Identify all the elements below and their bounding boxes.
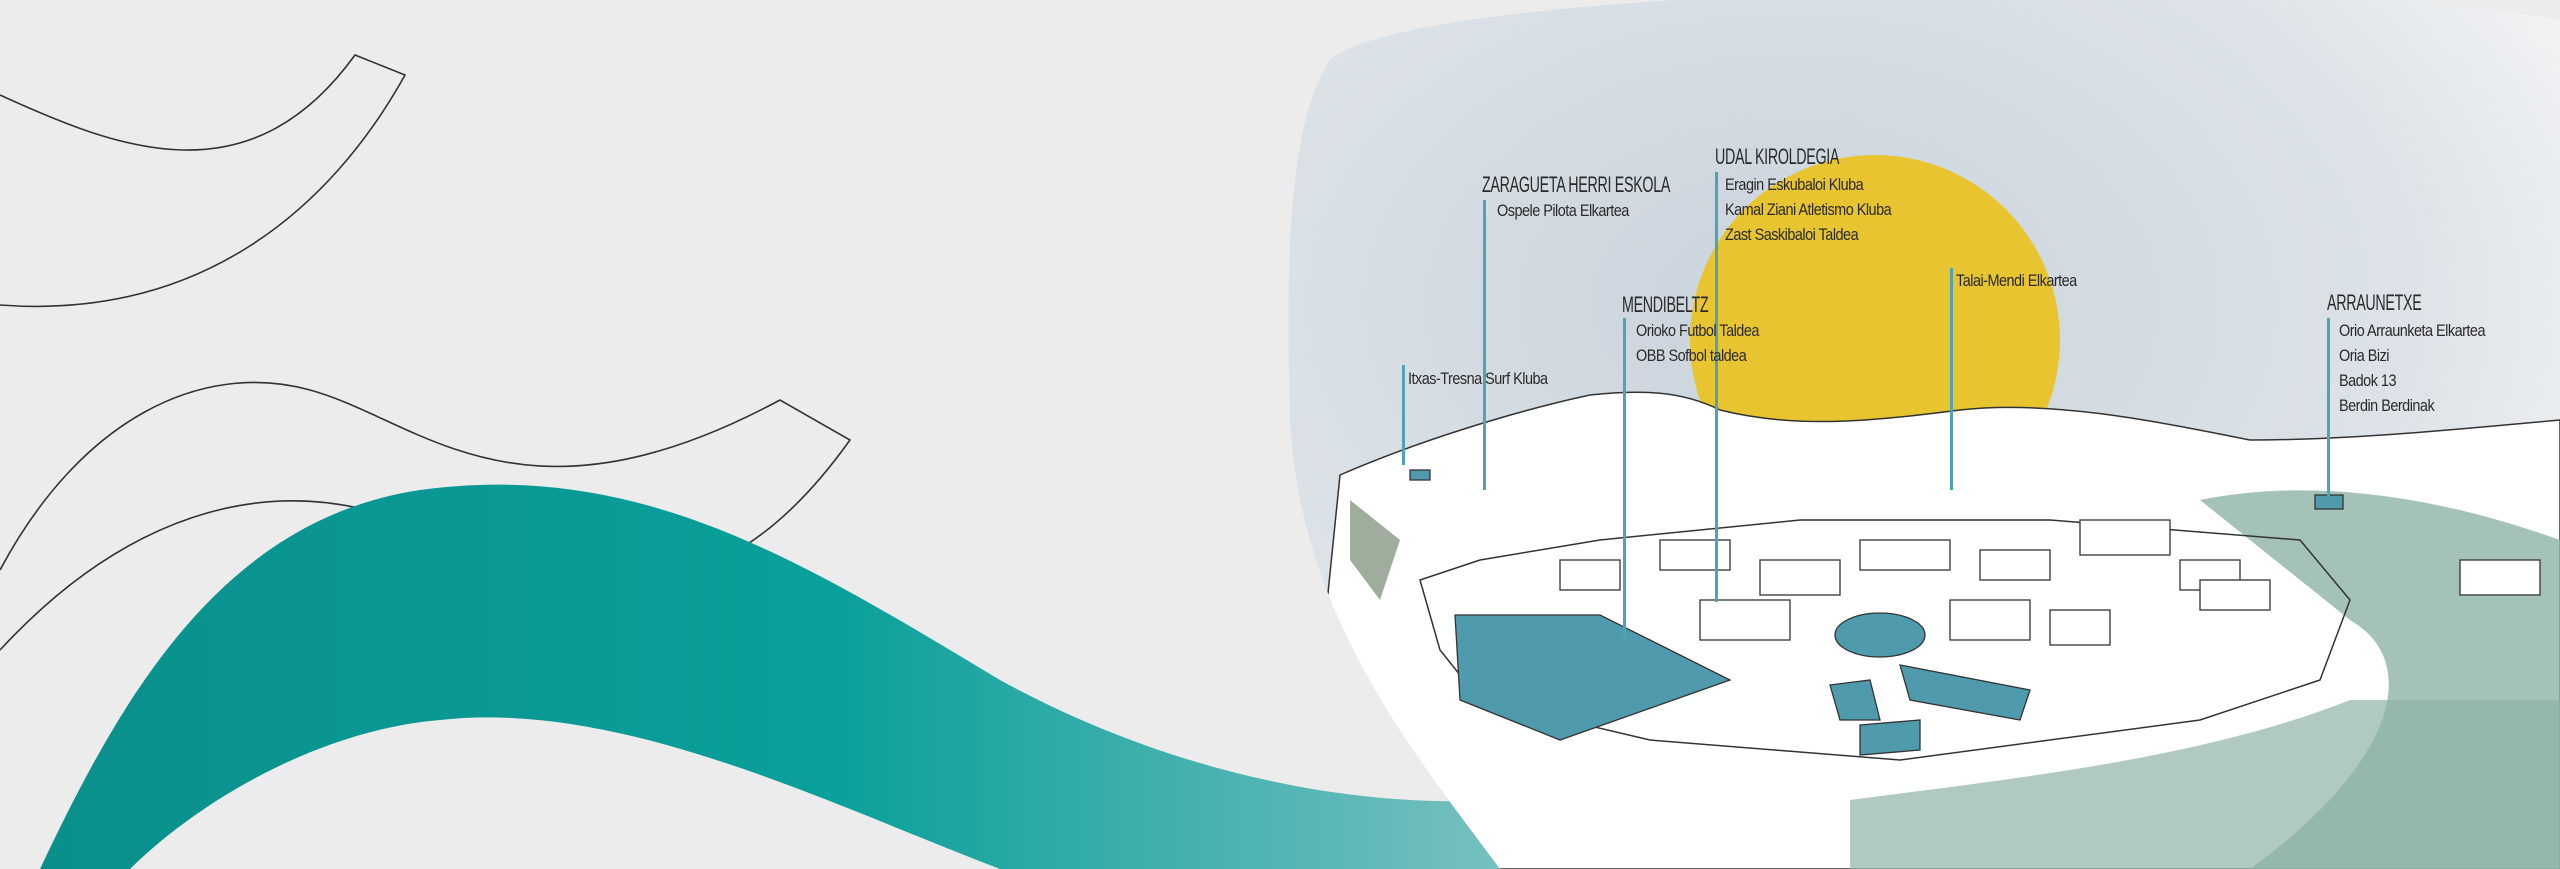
leader-line-udal <box>1715 172 1718 602</box>
location-title-arraunetxe: ARRAUNETXE <box>2327 290 2422 315</box>
football-field <box>1454 614 1732 741</box>
club-label: Kamal Ziani Atletismo Kluba <box>1725 200 1892 219</box>
club-label: Orioko Futbol Taldea <box>1636 321 1759 340</box>
club-label-talai-mendi: Talai-Mendi Elkartea <box>1956 271 2077 290</box>
leader-line-zaragueta <box>1483 200 1486 490</box>
club-label: Oria Bizi <box>2339 346 2390 365</box>
club-label: Berdin Berdinak <box>2339 396 2435 415</box>
town-illustration <box>1288 0 2560 869</box>
sports-center <box>1834 612 1926 658</box>
club-label: Ospele Pilota Elkartea <box>1497 201 1629 220</box>
location-title-zaragueta: ZARAGUETA HERRI ESKOLA <box>1482 172 1671 197</box>
club-label: Orio Arraunketa Elkartea <box>2339 321 2485 340</box>
teal-wave <box>40 484 1630 869</box>
club-label: Zast Saskibaloi Taldea <box>1725 225 1859 244</box>
leader-line-talai <box>1950 268 1953 490</box>
location-title-mendibeltz: MENDIBELTZ <box>1622 292 1709 317</box>
location-title-udal-kiroldegia: UDAL KIROLDEGIA <box>1715 144 1840 169</box>
club-label: Badok 13 <box>2339 371 2397 390</box>
club-label-itxas-tresna: Itxas-Tresna Surf Kluba <box>1408 369 1548 388</box>
leader-line-arraunetxe <box>2327 318 2330 498</box>
leader-line-itxas <box>1402 365 1405 465</box>
club-label: Eragin Eskubaloi Kluba <box>1725 175 1864 194</box>
club-label: OBB Sofbol taldea <box>1636 346 1747 365</box>
leader-line-mendibeltz <box>1623 318 1626 638</box>
decorative-line-curves <box>0 54 852 651</box>
